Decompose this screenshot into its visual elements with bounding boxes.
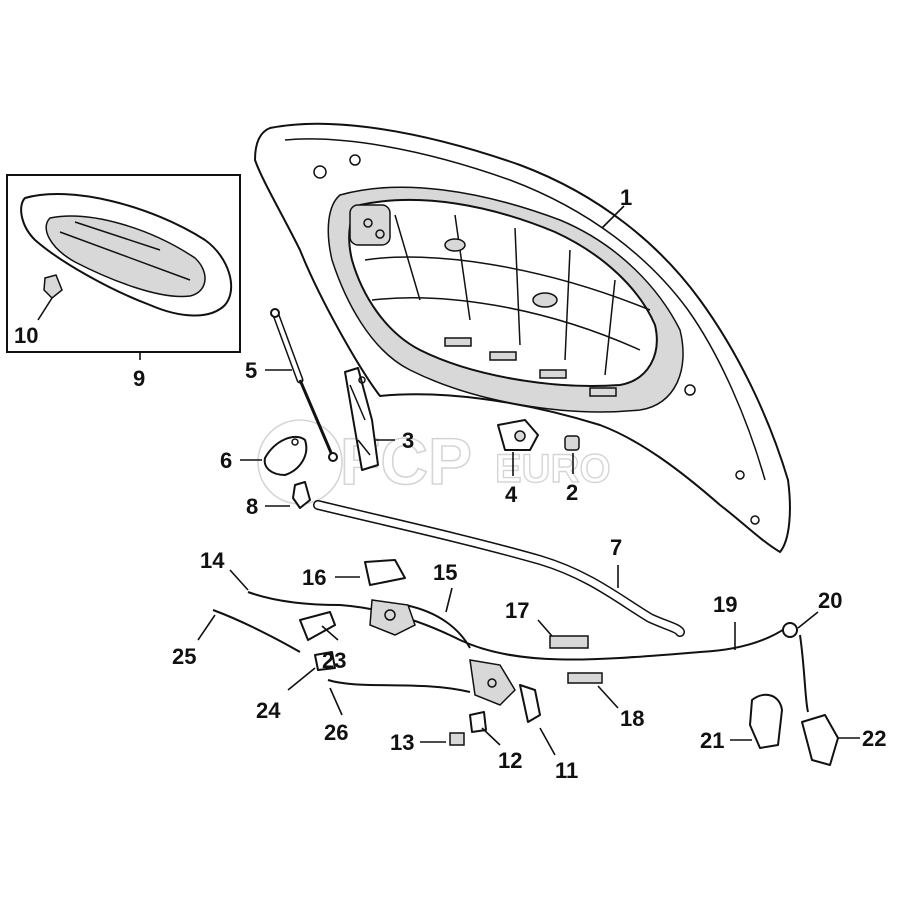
watermark: FCP EURO: [257, 419, 611, 505]
svg-text:11: 11: [555, 758, 578, 783]
callout-6[interactable]: 6: [220, 448, 262, 473]
svg-text:4: 4: [505, 482, 518, 507]
callouts: 1 2 3 4 5 6 7 8: [14, 185, 886, 783]
svg-text:6: 6: [220, 448, 232, 473]
svg-text:8: 8: [246, 494, 258, 519]
svg-text:7: 7: [610, 535, 622, 560]
callout-11[interactable]: 11: [539, 727, 578, 783]
insulator-clip: [263, 435, 308, 476]
callout-26[interactable]: 26: [324, 687, 348, 745]
retainer-clip: [292, 481, 311, 509]
callout-18[interactable]: 18: [597, 685, 644, 731]
svg-text:9: 9: [133, 366, 145, 391]
insulator-pad-box: [6, 174, 241, 353]
callout-1[interactable]: 1: [601, 185, 632, 229]
callout-12[interactable]: 12: [481, 727, 522, 773]
svg-text:22: 22: [862, 726, 886, 751]
callout-9[interactable]: 9: [133, 352, 145, 391]
striker: [497, 419, 539, 451]
svg-text:16: 16: [302, 565, 326, 590]
callout-4[interactable]: 4: [505, 452, 518, 507]
svg-text:3: 3: [402, 428, 414, 453]
svg-text:12: 12: [498, 748, 522, 773]
callout-13[interactable]: 13: [390, 730, 446, 755]
svg-text:14: 14: [200, 548, 225, 573]
hood-panel: [254, 122, 791, 553]
svg-text:2: 2: [566, 480, 578, 505]
seal-strip: [313, 500, 685, 637]
svg-text:21: 21: [700, 728, 724, 753]
svg-text:17: 17: [505, 598, 529, 623]
svg-text:10: 10: [14, 323, 38, 348]
callout-17[interactable]: 17: [505, 598, 553, 637]
svg-text:15: 15: [433, 560, 457, 585]
callout-25[interactable]: 25: [172, 614, 216, 669]
callout-16[interactable]: 16: [302, 565, 360, 590]
callout-21[interactable]: 21: [700, 728, 752, 753]
support-strut: [270, 308, 338, 462]
cables: [212, 591, 809, 713]
svg-text:20: 20: [818, 588, 842, 613]
callout-2[interactable]: 2: [566, 453, 578, 505]
svg-text:19: 19: [713, 592, 737, 617]
callout-20[interactable]: 20: [797, 588, 842, 629]
hood-latch: [299, 559, 839, 766]
callout-10[interactable]: 10: [14, 297, 53, 348]
svg-text:23: 23: [322, 648, 346, 673]
callout-19[interactable]: 19: [713, 592, 737, 650]
svg-text:5: 5: [245, 358, 257, 383]
bumper-stop: [564, 435, 580, 451]
callout-15[interactable]: 15: [433, 560, 457, 613]
callout-8[interactable]: 8: [246, 494, 290, 519]
callout-22[interactable]: 22: [838, 726, 886, 751]
callout-5[interactable]: 5: [245, 358, 292, 383]
svg-text:18: 18: [620, 706, 644, 731]
callout-3[interactable]: 3: [375, 428, 414, 453]
svg-text:1: 1: [620, 185, 632, 210]
svg-text:26: 26: [324, 720, 348, 745]
svg-text:13: 13: [390, 730, 414, 755]
svg-text:25: 25: [172, 644, 196, 669]
callout-23[interactable]: 23: [321, 625, 346, 673]
callout-7[interactable]: 7: [610, 535, 622, 588]
hinge: [344, 367, 379, 471]
callout-24[interactable]: 24: [256, 667, 316, 723]
callout-14[interactable]: 14: [200, 548, 249, 591]
svg-text:24: 24: [256, 698, 281, 723]
